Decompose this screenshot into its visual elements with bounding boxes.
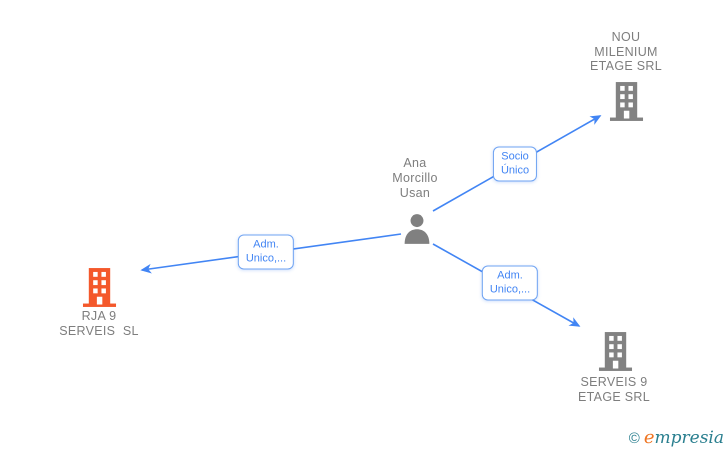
edge-label-socio-unico[interactable]: Socio Único xyxy=(492,146,538,182)
building-icon xyxy=(598,332,633,376)
building-icon xyxy=(82,268,117,312)
building-icon xyxy=(609,82,644,126)
empresia-logo[interactable]: ©empresia xyxy=(629,427,724,448)
empresia-logo-initial: e xyxy=(643,427,655,448)
person-icon xyxy=(402,213,432,249)
empresia-logo-text: mpresia xyxy=(654,428,725,448)
company-name-nou-milenium: NOU MILENIUM ETAGE SRL xyxy=(590,30,662,73)
person-name: Ana Morcillo Usan xyxy=(392,156,438,200)
company-name-rja9-serveis: RJA 9 SERVEIS SL xyxy=(59,309,139,338)
company-name-serveis9-etage: SERVEIS 9 ETAGE SRL xyxy=(578,375,650,404)
copyright-icon: © xyxy=(628,430,640,447)
edge-label-adm-unico-left[interactable]: Adm. Unico,... xyxy=(237,234,295,270)
edge-label-adm-unico-right[interactable]: Adm. Unico,... xyxy=(481,265,539,301)
